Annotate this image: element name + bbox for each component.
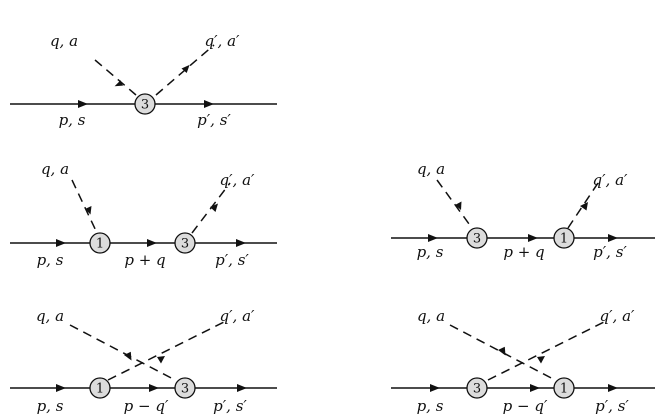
internal-fermion-label: p + q [503,243,544,261]
boson-in-arrow [85,206,92,215]
boson-in-line [436,179,473,229]
incoming-fermion-label: p, s [37,397,64,415]
vertex-circle-3 [466,227,488,249]
vertex-label-3: 3 [473,382,481,397]
boson-in-line [449,324,556,381]
outgoing-fermion-label: p′, s′ [215,251,249,269]
incoming-fermion-label: p, s [59,111,86,129]
vertex-label-1: 1 [560,232,568,247]
incoming-fermion-label: p, s [37,251,64,269]
incoming-boson-label: q, a [41,160,69,178]
vertex-circle-3 [466,377,488,399]
vertex-label-1: 1 [96,237,104,252]
fermion-out-arrow [204,100,214,108]
vertex-label: 3 [141,98,149,113]
fermion-mid-arrow [530,384,540,392]
outgoing-fermion-label: p′, s′ [593,243,627,261]
diagram-s-channel-3-1: 3 1 q, a q′, a′ p, s p + q p′, s′ [391,160,655,261]
incoming-fermion-label: p, s [417,243,444,261]
outgoing-fermion-label: p′, s′ [595,397,629,415]
boson-out-arrow [580,202,588,211]
vertex-label-3: 3 [181,382,189,397]
internal-fermion-label: p + q [124,251,165,269]
incoming-boson-label: q, a [50,32,78,50]
boson-out-arrow [537,356,545,364]
fermion-out-arrow [236,239,246,247]
boson-out-line [567,179,601,229]
outgoing-boson-label: q′, a′ [205,32,240,50]
vertex-label-3: 3 [181,237,189,252]
boson-in-line [71,179,98,234]
boson-out-arrow [157,356,165,364]
diagram-single-vertex: 3 q, a q′, a′ p, s p′, s′ [10,32,277,129]
fermion-in-arrow [78,100,88,108]
boson-in-arrow [124,351,132,361]
boson-out-line [487,319,609,381]
vertex-circle-1 [553,227,575,249]
vertex-label-3: 3 [473,232,481,247]
boson-in-arrow [498,346,506,356]
internal-fermion-label: p − q′ [503,397,548,415]
fermion-mid-arrow [149,384,159,392]
boson-in-line [69,324,176,381]
diagram-s-channel-1-3: 1 3 q, a q′, a′ p, s p + q p′, s′ [10,160,277,269]
vertex-circle-1 [553,377,575,399]
fermion-in-arrow [56,384,66,392]
outgoing-fermion-label: p′, s′ [197,111,231,129]
fermion-out-arrow [608,234,618,242]
fermion-mid-arrow [147,239,157,247]
vertex-circle [134,93,156,115]
outgoing-boson-label: q′, a′ [593,171,628,189]
incoming-boson-label: q, a [417,160,445,178]
boson-out-line [191,182,231,234]
fermion-in-arrow [430,384,440,392]
diagram-u-channel-1-3: 1 3 q, a q′, a′ p, s p − q′ p′, s′ [10,307,277,415]
outgoing-boson-label: q′, a′ [220,171,255,189]
boson-out-arrow [181,64,190,73]
diagram-u-channel-3-1: 3 1 q, a q′, a′ p, s p − q′ p′, s′ [391,307,655,415]
vertex-circle-1 [89,377,111,399]
boson-out-arrow [210,203,218,212]
incoming-boson-label: q, a [36,307,64,325]
vertex-circle-1 [89,232,111,254]
boson-in-arrow [455,201,462,210]
internal-fermion-label: p − q′ [124,397,169,415]
vertex-circle-3 [174,377,196,399]
fermion-mid-arrow [528,234,538,242]
boson-out-line [107,319,229,381]
fermion-out-arrow [608,384,618,392]
outgoing-boson-label: q′, a′ [220,307,255,325]
boson-in-arrow [114,80,123,87]
boson-in-line [94,59,137,96]
outgoing-boson-label: q′, a′ [600,307,635,325]
fermion-in-arrow [56,239,66,247]
vertex-label-1: 1 [560,382,568,397]
fermion-out-arrow [237,384,247,392]
incoming-fermion-label: p, s [417,397,444,415]
vertex-circle-3 [174,232,196,254]
fermion-in-arrow [428,234,438,242]
vertex-label-1: 1 [96,382,104,397]
incoming-boson-label: q, a [417,307,445,325]
outgoing-fermion-label: p′, s′ [213,397,247,415]
